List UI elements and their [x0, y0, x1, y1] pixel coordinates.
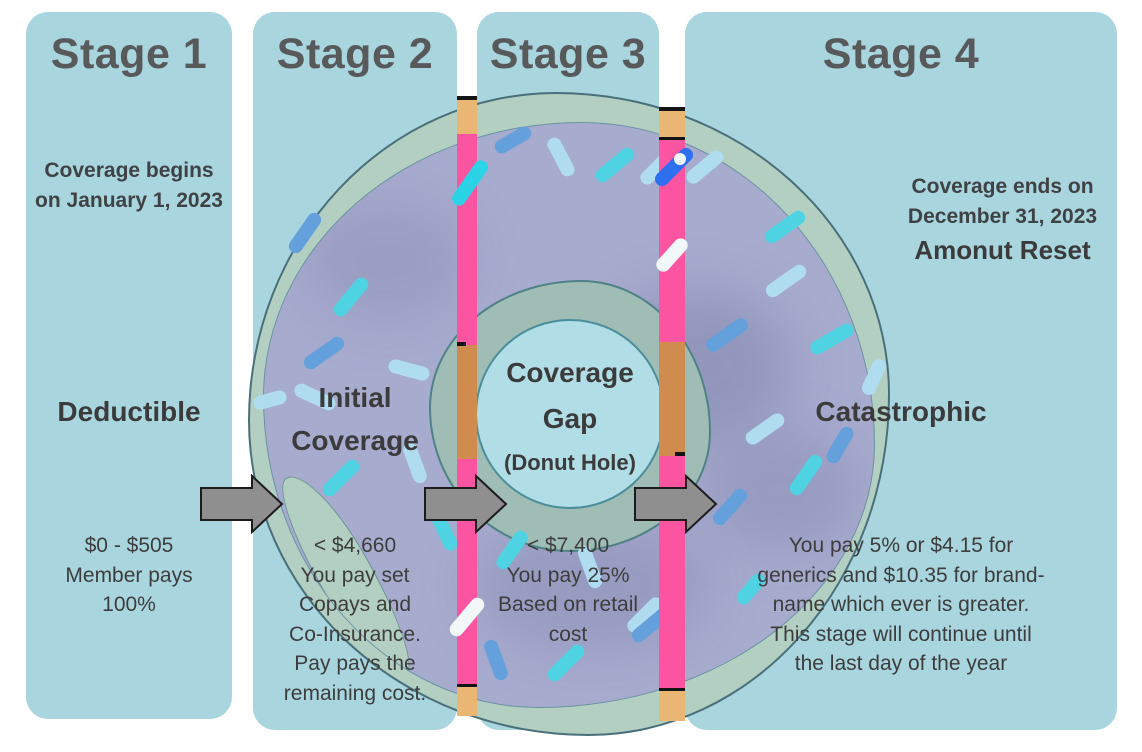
- stage-4-details: You pay 5% or $4.15 for generics and $10…: [757, 534, 1045, 675]
- stripe-outline: [675, 452, 685, 456]
- stripe-cake-deep: [659, 342, 685, 456]
- arrow-right-icon: [424, 474, 508, 534]
- stage-4-coverage-note: Coverage ends on December 31, 2023 Amonu…: [880, 142, 1125, 295]
- stripe-outline: [659, 688, 685, 691]
- arrow-right-icon: [634, 474, 718, 534]
- stripe-cake-deep: [457, 345, 477, 459]
- amount-reset-label: Amonut Reset: [914, 235, 1091, 265]
- stripe-cake: [457, 687, 477, 716]
- stripe-cake: [659, 691, 685, 721]
- frosting-shade: [301, 201, 471, 321]
- sprinkle: [674, 153, 686, 165]
- stripe-outline: [457, 96, 477, 100]
- coverage-gap-label: Coverage Gap (Donut Hole): [470, 350, 670, 476]
- donut-hole-subheading: (Donut Hole): [504, 450, 636, 475]
- stage-4-title: Stage 4: [822, 30, 980, 78]
- arrow-right-icon: [200, 474, 284, 534]
- stripe-cake: [457, 100, 477, 134]
- stage-3-title: Stage 3: [489, 30, 647, 78]
- donut-hole-circle: [475, 319, 665, 509]
- stripe-outline: [659, 137, 685, 140]
- stage-1-card: [26, 12, 232, 719]
- stage-3-details: < $7,400 You pay 25% Based on retail cos…: [497, 534, 639, 646]
- stage-1-heading: Deductible: [57, 396, 201, 427]
- stage-2-title: Stage 2: [276, 30, 434, 78]
- stage-4-coverage-note-text: Coverage ends on December 31, 2023: [907, 175, 1098, 228]
- stripe-outline: [457, 342, 466, 346]
- stripe-cake: [659, 111, 685, 137]
- stripe-outline: [659, 107, 685, 111]
- stage-1-title: Stage 1: [50, 30, 208, 78]
- stripe-outline: [457, 684, 477, 687]
- stage-4-heading: Catastrophic: [815, 396, 987, 427]
- stage-2-details: < $4,660 You pay set Copays and Co-Insur…: [283, 534, 427, 705]
- stage-2-heading: Initial Coverage: [291, 382, 419, 456]
- stage-1-details: $0 - $505 Member pays 100%: [65, 534, 193, 616]
- stage-1-coverage-note: Coverage begins on January 1, 2023: [35, 159, 223, 212]
- coverage-gap-heading: Coverage Gap: [506, 357, 634, 434]
